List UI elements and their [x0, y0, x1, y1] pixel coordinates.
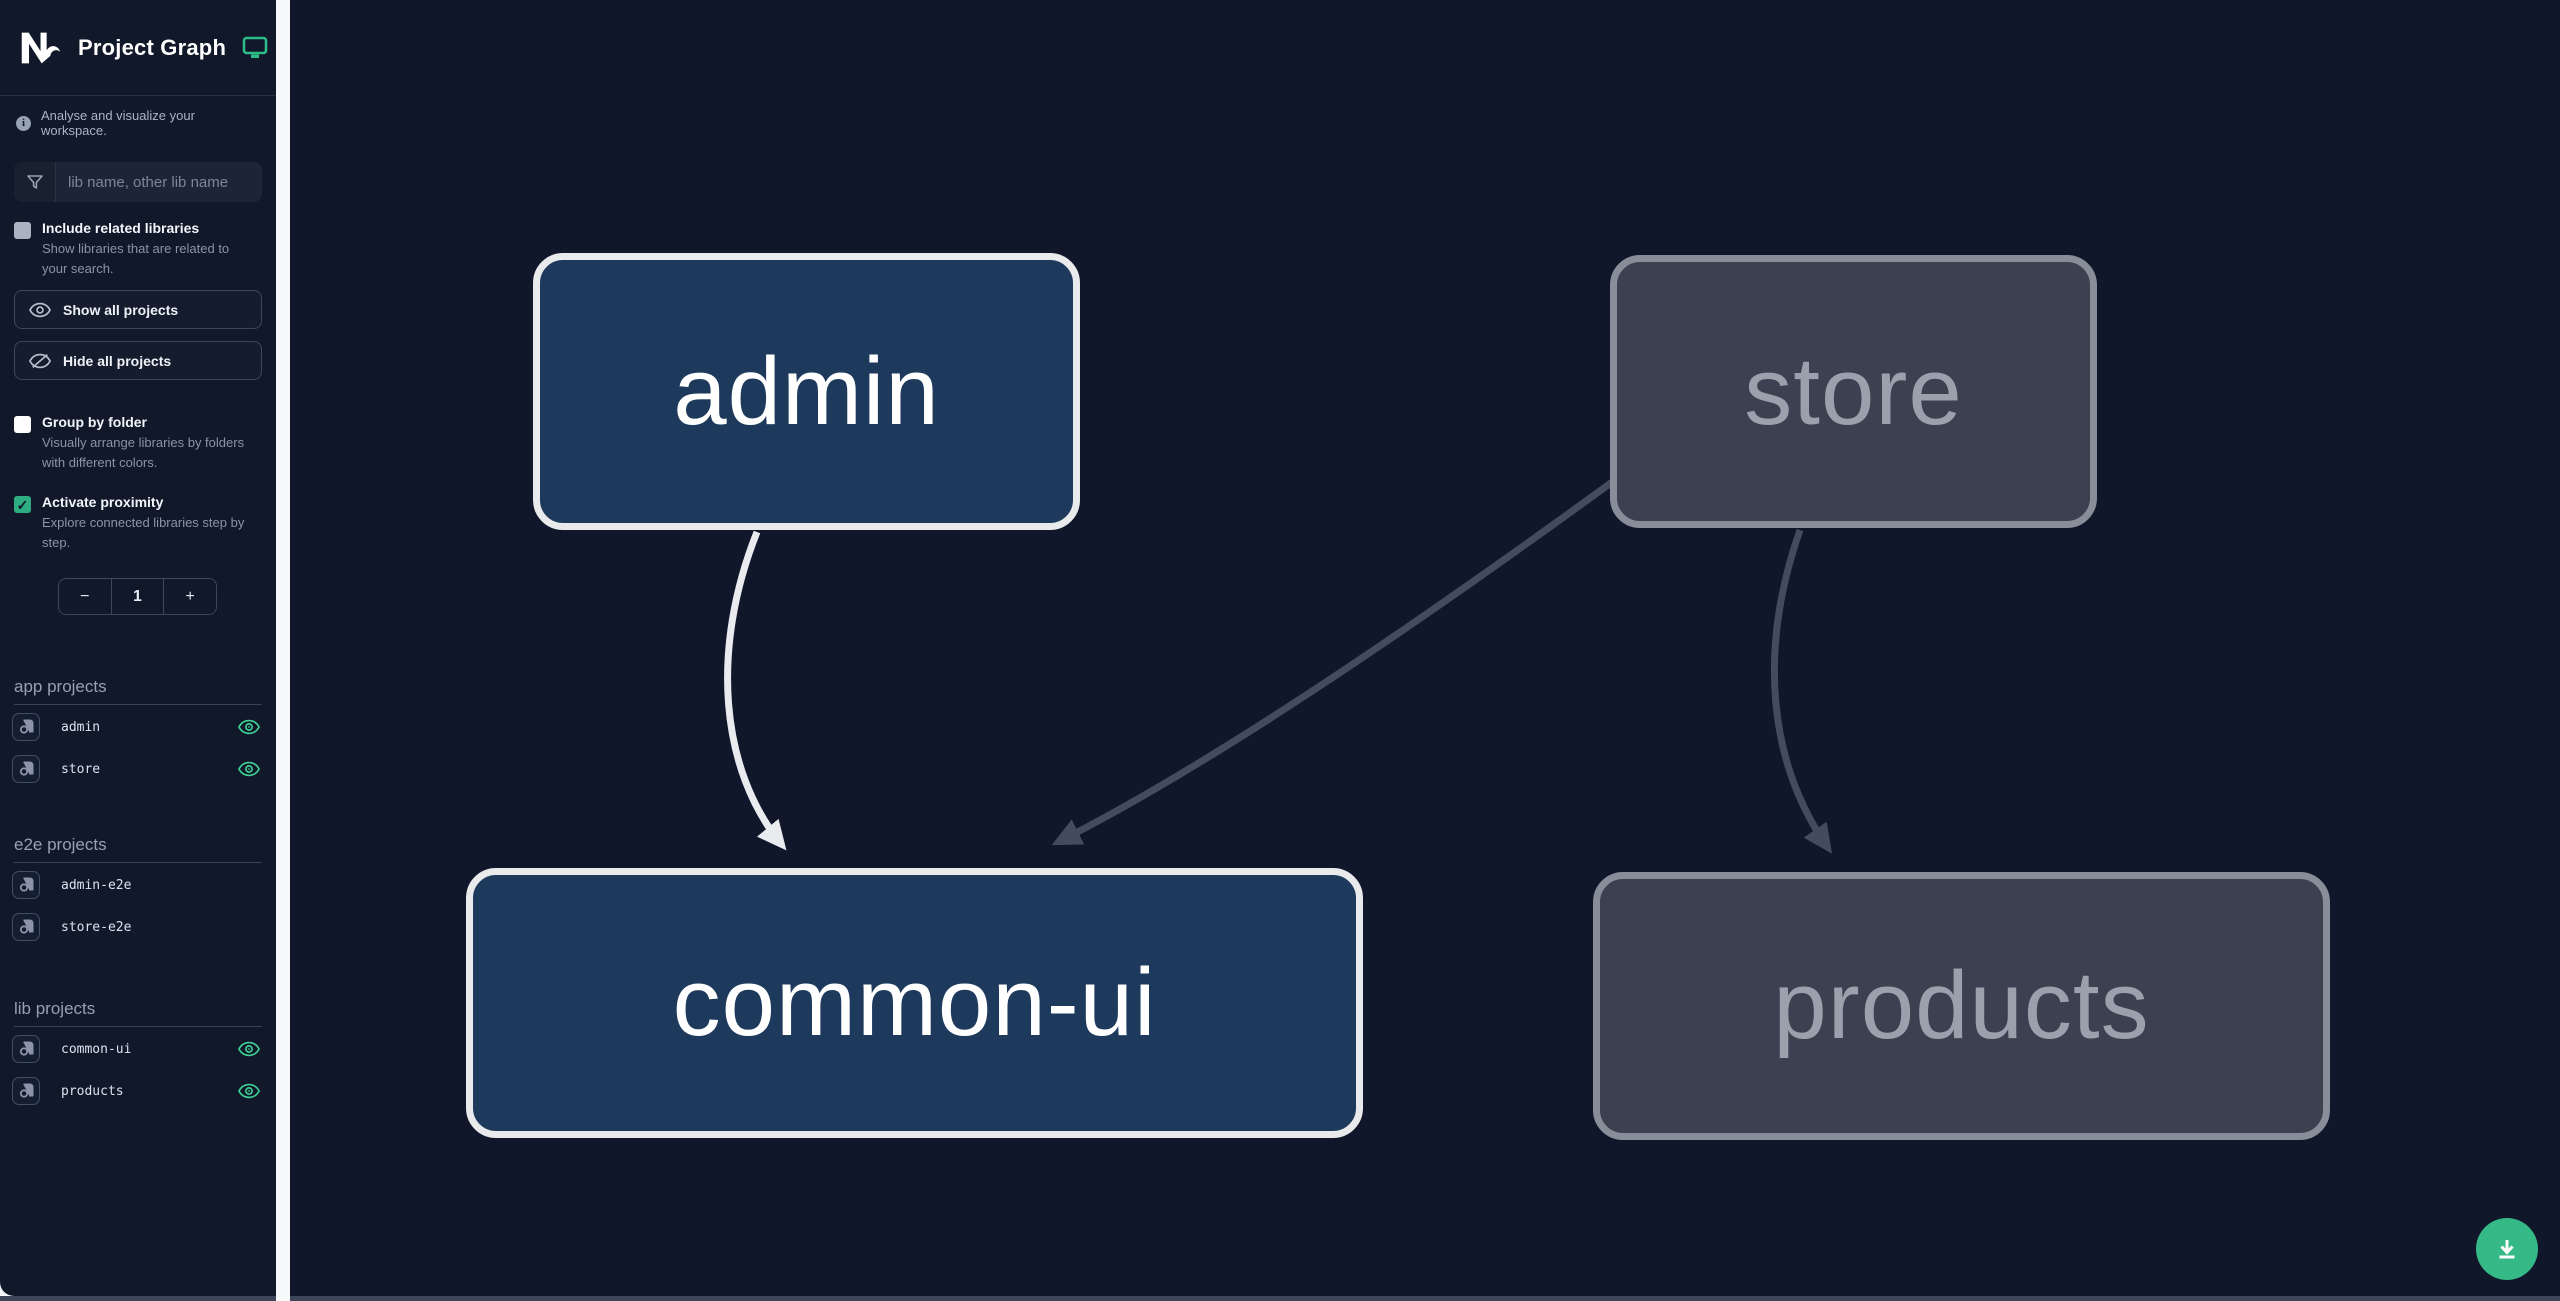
focus-project-button[interactable] [12, 755, 40, 783]
include-related-filter[interactable]: Include related libraries Show libraries… [0, 220, 276, 278]
visibility-eye-icon[interactable] [238, 1083, 260, 1099]
focus-project-button[interactable] [12, 1077, 40, 1105]
visibility-eye-icon[interactable] [238, 761, 260, 777]
focus-icon [19, 719, 34, 734]
eye-icon [29, 302, 51, 317]
info-icon: i [16, 115, 31, 131]
graph-node-admin[interactable]: admin [533, 253, 1080, 530]
focus-project-button[interactable] [12, 713, 40, 741]
hide-all-projects-button[interactable]: Hide all projects [14, 341, 262, 380]
focus-icon [19, 1041, 34, 1056]
project-name[interactable]: store [61, 761, 101, 777]
project-row-admin-e2e: admin-e2e [0, 865, 276, 905]
group-by-folder-label: Group by folder [42, 414, 147, 430]
focus-icon [19, 1083, 34, 1098]
focus-project-button[interactable] [12, 871, 40, 899]
graph-canvas[interactable]: admin store common-ui products [290, 0, 2560, 1296]
activate-proximity-checkbox[interactable]: ✓ [14, 496, 31, 513]
node-label: products [1773, 952, 2150, 1059]
focus-icon [19, 919, 34, 934]
increment-button[interactable]: + [185, 587, 195, 605]
section-heading-lib-projects: lib projects [14, 999, 262, 1027]
workspace-info-row: i Analyse and visualize your workspace. [0, 96, 276, 148]
graph-node-common-ui[interactable]: common-ui [466, 868, 1363, 1138]
download-graph-button[interactable] [2476, 1218, 2538, 1280]
include-related-checkbox[interactable] [14, 222, 31, 239]
edge-store-to-common-ui[interactable] [1051, 477, 1618, 846]
project-row-store-e2e: store-e2e [0, 907, 276, 947]
include-related-label: Include related libraries [42, 220, 200, 236]
show-all-projects-button[interactable]: Show all projects [14, 290, 262, 329]
proximity-depth-value: 1 [110, 579, 165, 614]
group-by-folder-filter[interactable]: Group by folder Visually arrange librari… [0, 414, 276, 472]
focus-icon [19, 761, 34, 776]
focus-project-button[interactable] [12, 913, 40, 941]
monitor-icon[interactable] [242, 36, 268, 60]
filter-funnel-icon [14, 162, 56, 202]
activate-proximity-label: Activate proximity [42, 494, 164, 510]
project-row-common-ui: common-ui [0, 1029, 276, 1069]
eye-off-icon [29, 353, 51, 368]
search-input[interactable] [56, 162, 262, 202]
project-name[interactable]: admin-e2e [61, 877, 132, 893]
project-name[interactable]: products [61, 1083, 124, 1099]
sidebar-canvas-divider [276, 0, 290, 1301]
activate-proximity-filter[interactable]: ✓ Activate proximity Explore connected l… [0, 494, 276, 552]
sidebar-header: Project Graph [0, 0, 276, 96]
show-all-projects-label: Show all projects [63, 301, 179, 318]
section-heading-e2e-projects: e2e projects [14, 835, 262, 863]
activate-proximity-description: Explore connected libraries step by step… [42, 515, 245, 550]
node-label: common-ui [672, 949, 1157, 1056]
edge-store-to-products[interactable] [1770, 528, 1833, 854]
focus-icon [19, 877, 34, 892]
project-name[interactable]: store-e2e [61, 919, 132, 935]
group-by-folder-description: Visually arrange libraries by folders wi… [42, 435, 245, 470]
node-label: store [1744, 337, 1963, 445]
proximity-depth-stepper: − 1 + [58, 578, 217, 615]
node-label: admin [673, 337, 940, 445]
hide-all-projects-label: Hide all projects [63, 352, 172, 369]
graph-node-products[interactable]: products [1593, 872, 2330, 1140]
include-related-description: Show libraries that are related to your … [42, 241, 230, 276]
section-heading-app-projects: app projects [14, 677, 262, 705]
decrement-button[interactable]: − [80, 587, 90, 605]
nx-logo-icon [21, 32, 61, 63]
sidebar: Project Graph i Analyse and visualize yo… [0, 0, 276, 1296]
bottom-edge-bar [0, 1296, 2560, 1301]
project-row-products: products [0, 1071, 276, 1111]
visibility-eye-icon[interactable] [238, 719, 260, 735]
workspace-info-text: Analyse and visualize your workspace. [41, 108, 195, 138]
project-row-store: store [0, 749, 276, 789]
project-name[interactable]: admin [61, 719, 101, 735]
graph-node-store[interactable]: store [1610, 255, 2097, 528]
edge-admin-to-common-ui[interactable] [724, 530, 787, 851]
visibility-eye-icon[interactable] [238, 1041, 260, 1057]
group-by-folder-checkbox[interactable] [14, 416, 31, 433]
project-row-admin: admin [0, 707, 276, 747]
app-title: Project Graph [78, 34, 227, 60]
focus-project-button[interactable] [12, 1035, 40, 1063]
dependency-edges [724, 477, 1833, 854]
download-icon [2499, 1240, 2515, 1259]
project-filter-search [14, 162, 262, 202]
project-name[interactable]: common-ui [61, 1041, 132, 1057]
